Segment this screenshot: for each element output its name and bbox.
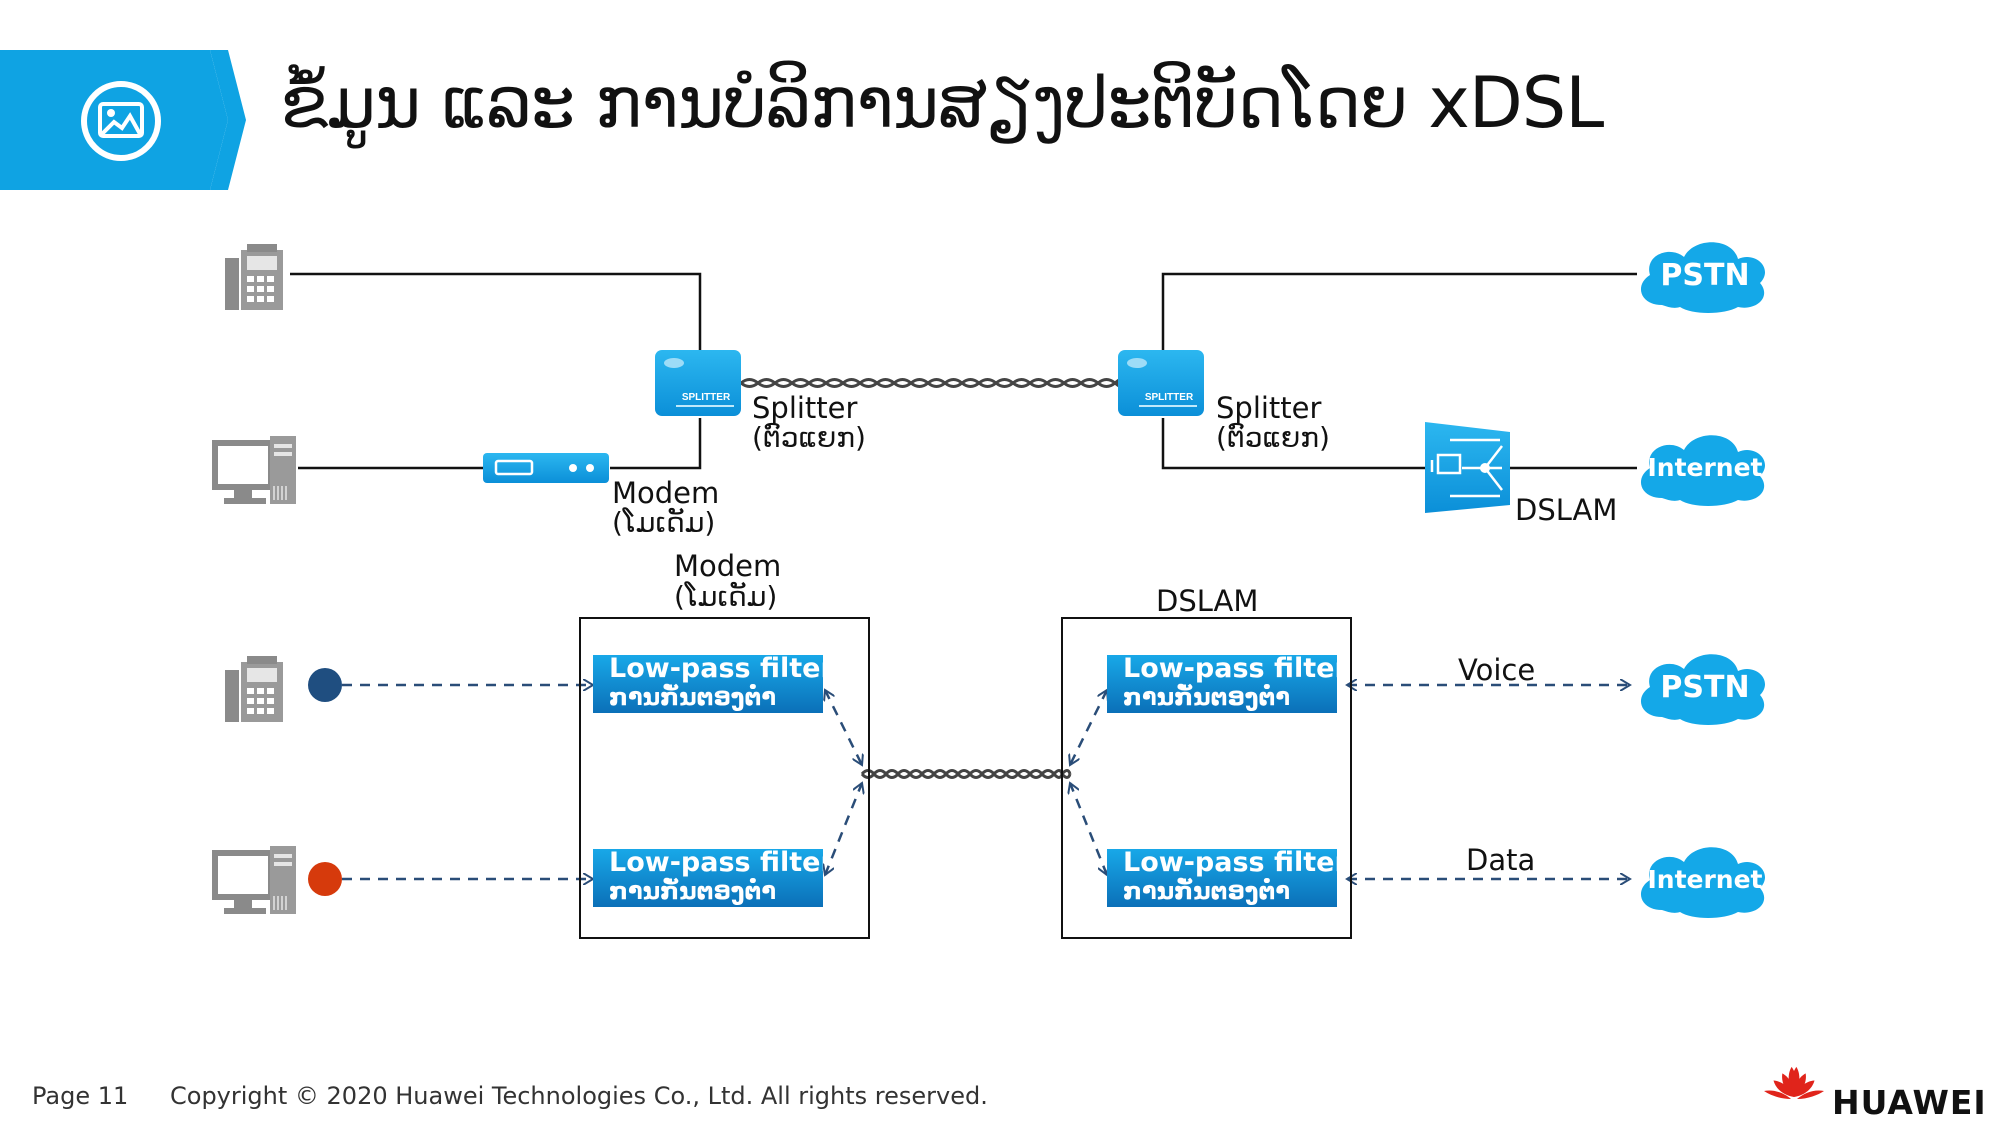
svg-text:Internet: Internet bbox=[1647, 453, 1762, 482]
svg-text:SPLITTER: SPLITTER bbox=[1145, 392, 1194, 403]
data-dot bbox=[308, 862, 342, 896]
page-title: ຂໍ້ມູນ ແລະ ການບໍລິການສຽງປະຕິບັດໂດຍ xDSL bbox=[280, 62, 1604, 144]
page-number: Page 11 bbox=[32, 1082, 129, 1110]
computer-icon bbox=[211, 435, 297, 505]
splitter-left-label: Splitter bbox=[752, 391, 858, 425]
dslam-label: DSLAM bbox=[1515, 493, 1618, 527]
svg-text:SPLITTER: SPLITTER bbox=[682, 392, 731, 403]
splitter-right-sublabel: (ຕົວແຍກ) bbox=[1216, 421, 1330, 454]
phone-line bbox=[290, 272, 702, 355]
twisted-pair-cable-top bbox=[740, 378, 1123, 388]
voice-label: Voice bbox=[1458, 653, 1536, 687]
modem-label: Modem bbox=[612, 476, 720, 510]
copyright-text: Copyright © 2020 Huawei Technologies Co.… bbox=[170, 1082, 988, 1110]
svg-text:Internet: Internet bbox=[1647, 865, 1762, 894]
modem-box-sublabel: (ໂມເດັມ) bbox=[674, 580, 778, 613]
voice-dot bbox=[308, 668, 342, 702]
dslam-box-label: DSLAM bbox=[1156, 584, 1259, 618]
twisted-pair-cable-bottom bbox=[860, 769, 1072, 779]
modem-box-label: Modem bbox=[674, 549, 782, 583]
svg-text:PSTN: PSTN bbox=[1660, 258, 1749, 293]
data-label: Data bbox=[1466, 843, 1536, 877]
modem-splitter-line bbox=[610, 418, 702, 470]
phone-icon-bottom bbox=[225, 656, 283, 722]
huawei-brand-text: HUAWEI bbox=[1832, 1083, 1987, 1122]
splitter-device-right: SPLITTER bbox=[1118, 350, 1204, 416]
svg-text:PSTN: PSTN bbox=[1660, 670, 1749, 705]
dslam-filter-arrow-top bbox=[1070, 690, 1107, 765]
header-chevron bbox=[200, 50, 246, 190]
pstn-cloud-bottom: PSTN bbox=[1640, 654, 1765, 725]
modem-sublabel: (ໂມເດັມ) bbox=[612, 506, 716, 539]
pstn-cloud-top: PSTN bbox=[1640, 242, 1765, 313]
phone-icon bbox=[225, 244, 283, 310]
splitter-pstn-line bbox=[1161, 272, 1637, 355]
splitter-dslam-line bbox=[1161, 418, 1425, 470]
modem-filter-arrow-top bbox=[825, 690, 862, 765]
dslam-box bbox=[1061, 617, 1352, 939]
header-accent-bar bbox=[0, 50, 210, 190]
splitter-device-left: SPLITTER bbox=[655, 350, 741, 416]
picture-icon bbox=[81, 81, 161, 161]
modem-box bbox=[579, 617, 870, 939]
internet-cloud-top: Internet bbox=[1640, 435, 1765, 506]
dslam-device bbox=[1425, 422, 1510, 513]
modem-device bbox=[483, 453, 609, 483]
splitter-left-sublabel: (ຕົວແຍກ) bbox=[752, 421, 866, 454]
huawei-logo-icon bbox=[1764, 1066, 1824, 1099]
internet-cloud-bottom: Internet bbox=[1640, 847, 1765, 918]
computer-icon-bottom bbox=[211, 845, 297, 915]
splitter-right-label: Splitter bbox=[1216, 391, 1322, 425]
